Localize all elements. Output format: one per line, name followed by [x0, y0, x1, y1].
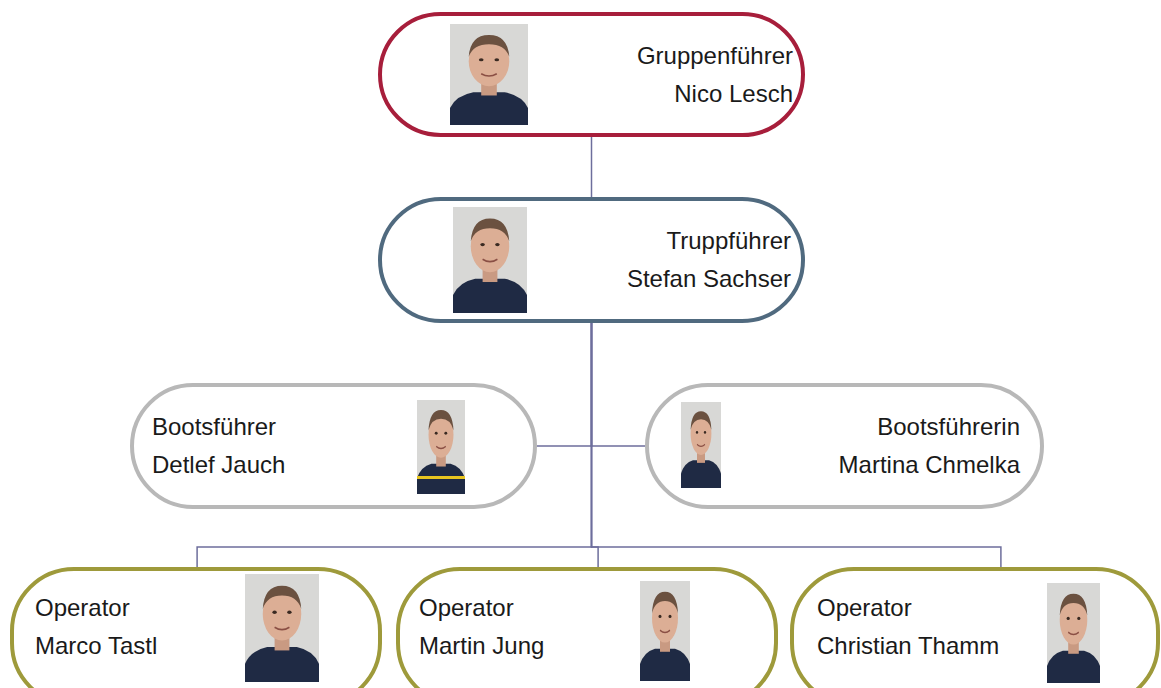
org-connector [592, 323, 646, 446]
pill-outline [378, 12, 805, 137]
org-connector [592, 323, 1001, 567]
pill-outline [130, 383, 537, 509]
role-title: Operator [817, 589, 912, 627]
person-name: Christian Thamm [817, 627, 999, 665]
org-connector [591, 137, 593, 197]
pill-border [792, 569, 1158, 688]
pill-outline [378, 197, 805, 323]
portrait-photo [245, 574, 319, 682]
role-title: Gruppenführer [637, 37, 793, 75]
portrait-photo [453, 207, 527, 313]
role-title: Operator [419, 589, 514, 627]
org-box: TruppführerStefan Sachser [378, 197, 805, 323]
portrait-photo [417, 400, 465, 494]
org-connector [197, 323, 591, 567]
portrait-photo [1047, 583, 1100, 683]
role-title: Operator [35, 589, 130, 627]
org-box: BootsführerDetlef Jauch [130, 383, 537, 509]
person-name: Detlef Jauch [152, 446, 285, 484]
person-name: Stefan Sachser [627, 260, 791, 298]
pill-outline [10, 567, 382, 688]
org-box: OperatorChristian Thamm [790, 567, 1160, 688]
pill-outline [790, 567, 1160, 688]
pill-border [380, 14, 803, 135]
pill-border [132, 385, 535, 507]
role-title: Bootsführerin [877, 408, 1020, 446]
org-connector [592, 323, 599, 567]
org-connector [537, 323, 592, 446]
pill-outline [396, 567, 778, 688]
pill-outline [645, 383, 1044, 509]
person-name: Marco Tastl [35, 627, 157, 665]
pill-border [398, 569, 776, 688]
person-name: Martin Jung [419, 627, 544, 665]
pill-border [647, 385, 1042, 507]
org-box: OperatorMartin Jung [396, 567, 778, 688]
portrait-photo [681, 402, 721, 488]
person-name: Nico Lesch [674, 75, 793, 113]
uniform-stripe [417, 476, 465, 479]
pill-border [380, 199, 803, 321]
org-box: BootsführerinMartina Chmelka [645, 383, 1044, 509]
pill-border [12, 569, 380, 688]
role-title: Bootsführer [152, 408, 276, 446]
portrait-photo [640, 581, 690, 681]
org-box: OperatorMarco Tastl [10, 567, 382, 688]
role-title: Truppführer [667, 222, 792, 260]
portrait-photo [450, 24, 528, 125]
person-name: Martina Chmelka [839, 446, 1020, 484]
org-box: GruppenführerNico Lesch [378, 12, 805, 137]
